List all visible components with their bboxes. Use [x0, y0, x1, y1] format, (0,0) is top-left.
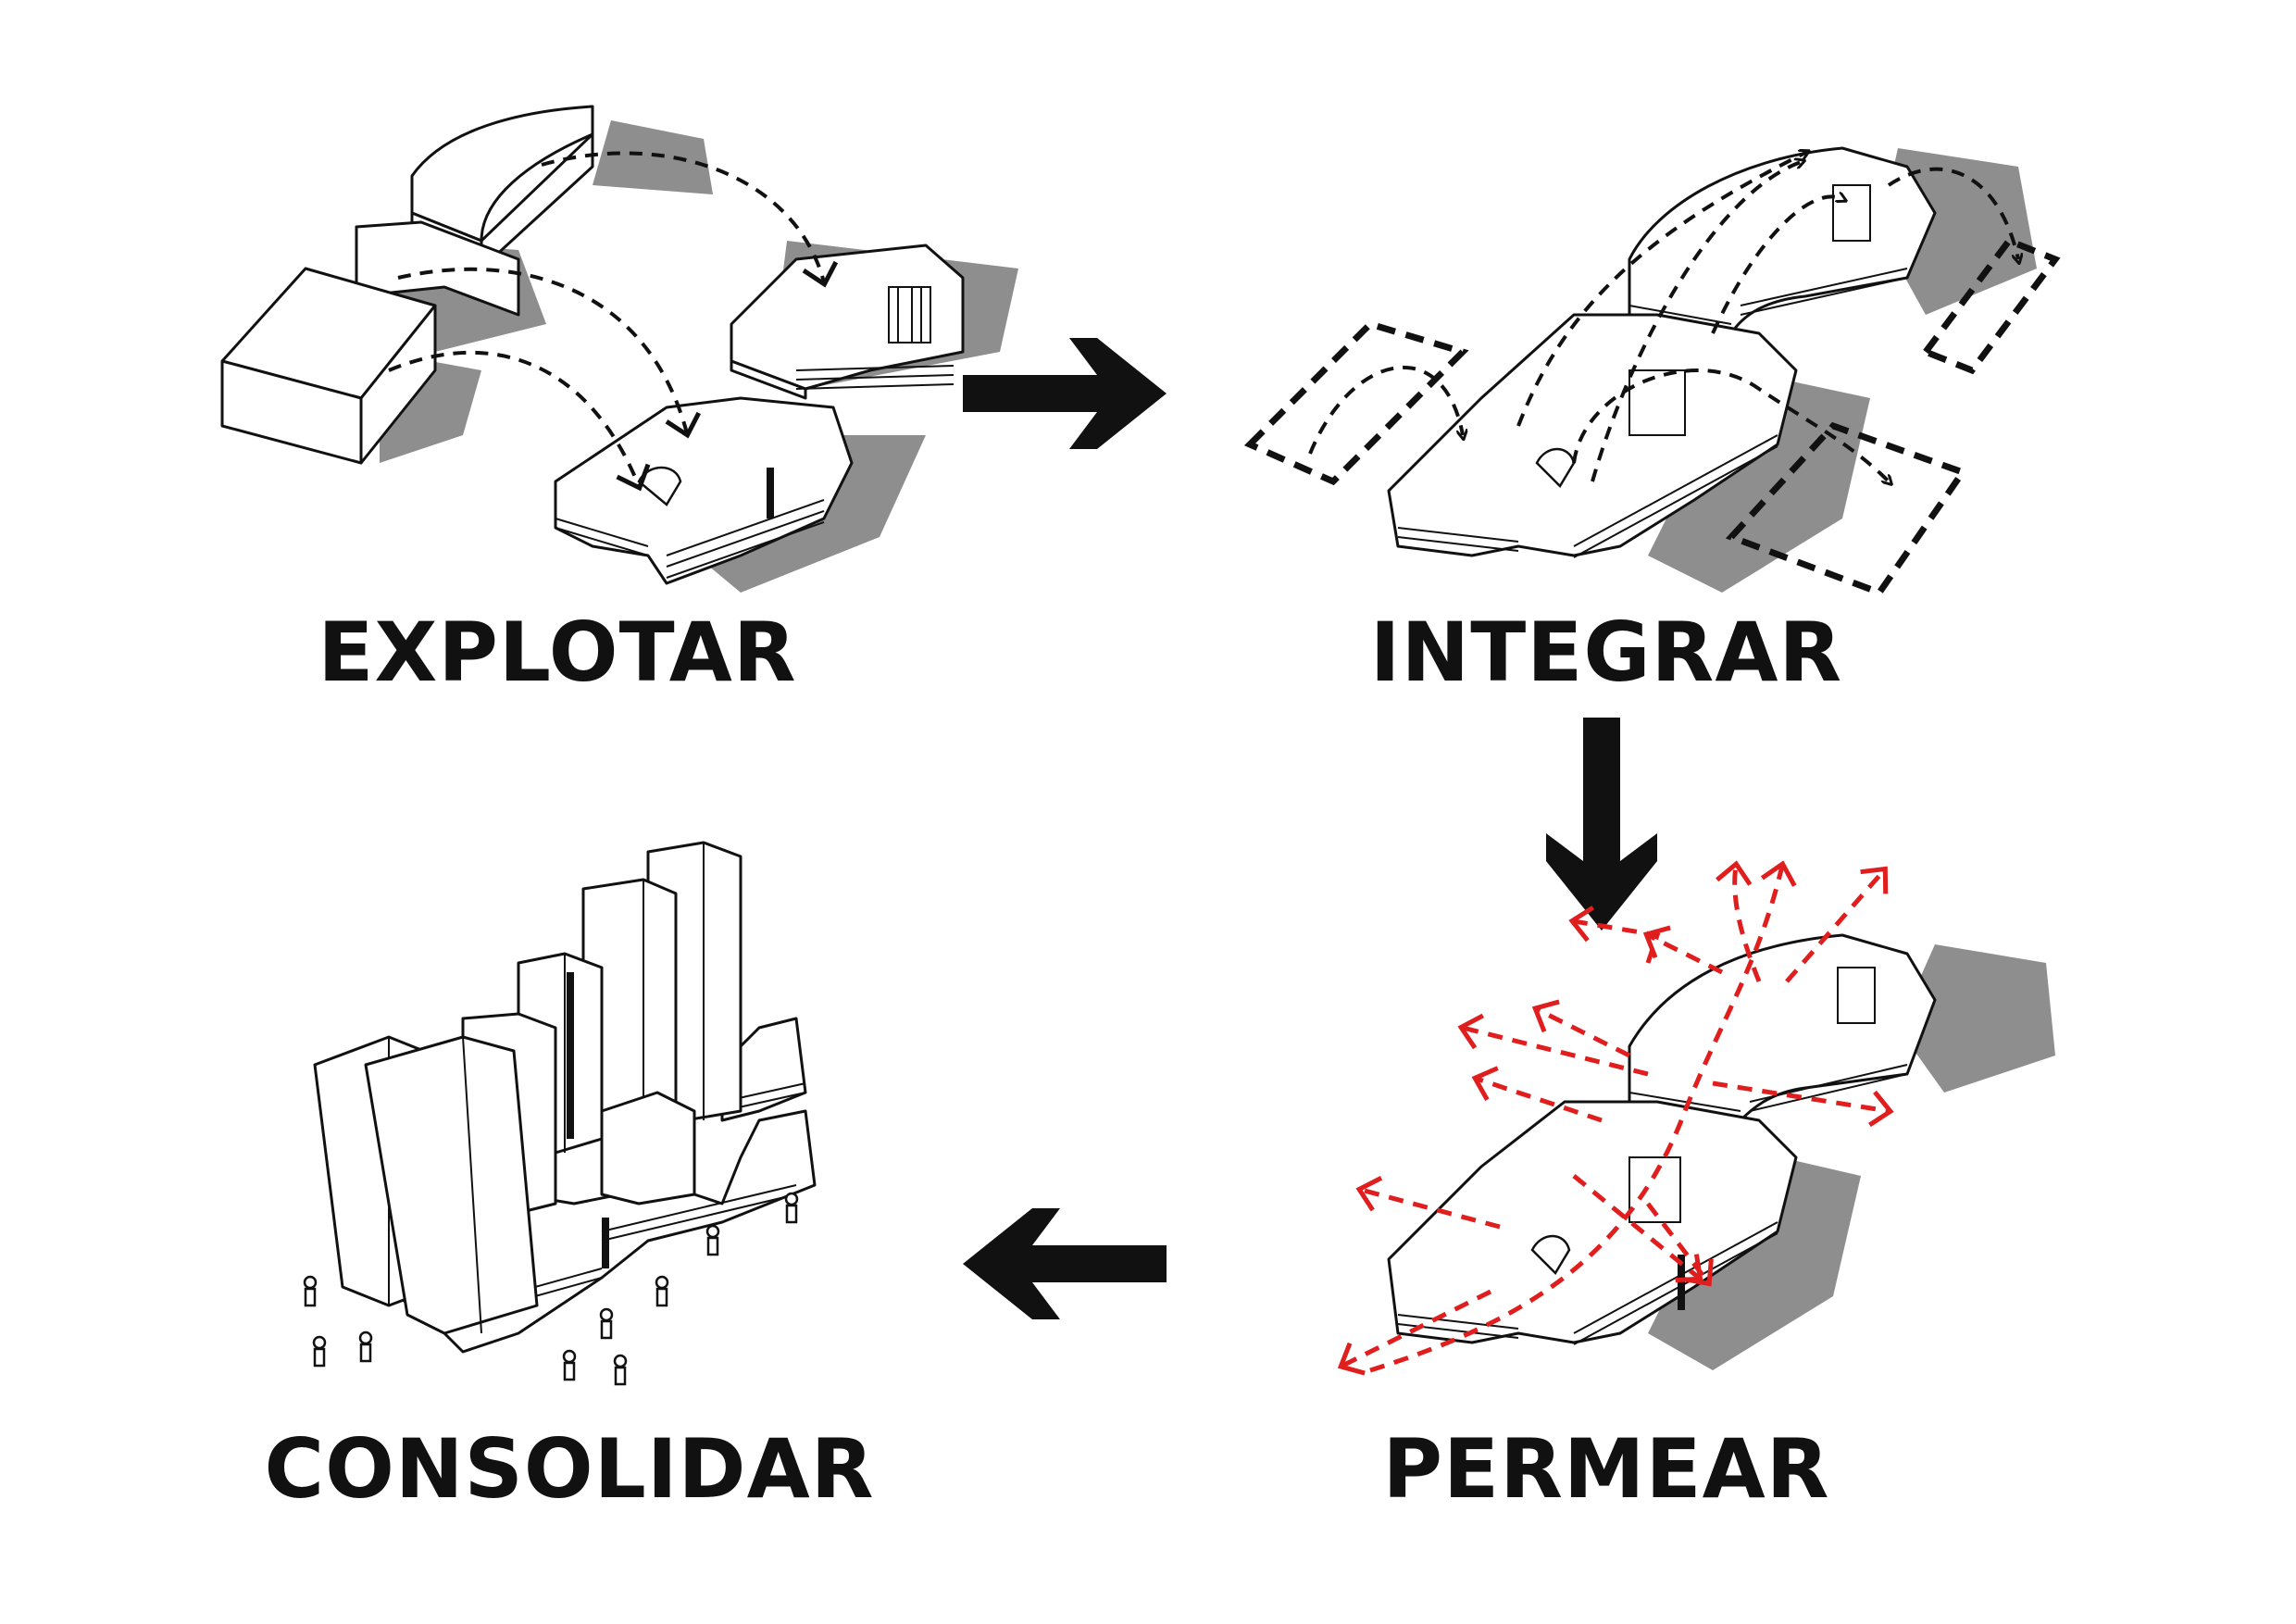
left-arrow	[963, 1208, 1167, 1319]
person-icon	[655, 1275, 669, 1307]
stage-permear	[1337, 860, 2055, 1376]
target-block-upper	[730, 241, 1018, 400]
person-icon	[613, 1354, 628, 1386]
person-icon	[303, 1275, 318, 1307]
label-consolidar: CONSOLIDAR	[265, 1421, 875, 1517]
person-icon	[562, 1349, 577, 1381]
label-permear: PERMEAR	[1383, 1421, 1830, 1517]
zone-right-lower	[1725, 421, 1968, 597]
person-icon	[705, 1224, 720, 1256]
zone-right-upper	[1920, 236, 2061, 375]
person-icon	[358, 1330, 373, 1363]
integrar-lower-block	[1387, 313, 1798, 558]
original-blocks	[220, 105, 713, 465]
right-arrow	[963, 338, 1167, 449]
zone-left	[1243, 320, 1469, 486]
label-integrar: INTEGRAR	[1370, 605, 1842, 700]
slab-2	[364, 1035, 539, 1335]
people	[303, 1192, 799, 1386]
person-icon	[312, 1335, 327, 1368]
person-icon	[599, 1307, 614, 1340]
permear-upper-block	[1628, 933, 1937, 1122]
integrar-upper-block	[1628, 146, 1937, 335]
stage-explotar	[220, 105, 1018, 593]
stage-consolidar	[303, 841, 817, 1386]
label-explotar: EXPLOTAR	[318, 605, 796, 700]
stage-integrar	[1243, 146, 2061, 597]
target-block-lower	[554, 396, 926, 593]
down-arrow	[1546, 718, 1657, 931]
person-icon	[784, 1192, 799, 1224]
